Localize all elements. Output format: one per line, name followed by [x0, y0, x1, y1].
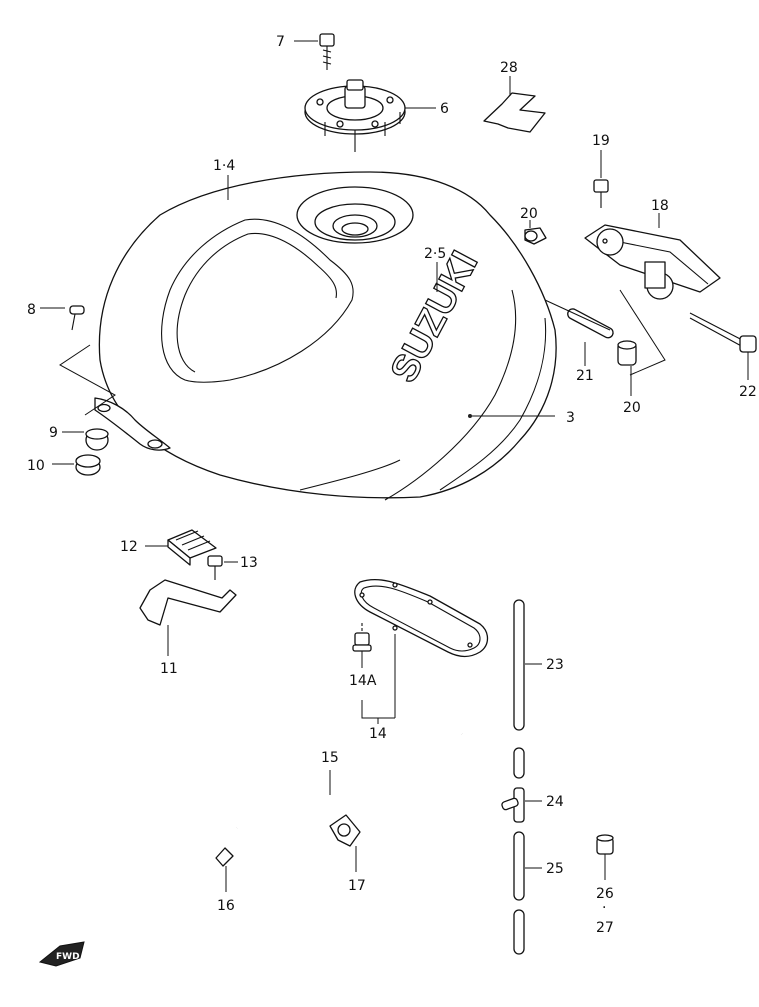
- callout-28: 28: [500, 60, 518, 76]
- hose-23: [513, 599, 525, 731]
- callout-1-4: 1·4: [213, 158, 235, 174]
- bushing-20b: [617, 340, 637, 366]
- callout-16: 16: [217, 898, 235, 914]
- callout-15: 15: [321, 750, 339, 766]
- callout-17: 17: [348, 878, 366, 894]
- bushing-20a: [524, 227, 547, 245]
- hose-15: [236, 729, 464, 831]
- bracket-11: [139, 579, 237, 626]
- bolt-13: [207, 555, 223, 580]
- bolt-22: [689, 312, 757, 353]
- hose-upper-short: [513, 747, 525, 779]
- callout-6: 6: [440, 101, 449, 117]
- callout-21: 21: [576, 368, 594, 384]
- callout-27-dot: ·: [602, 900, 606, 916]
- hose-lower-short: [513, 909, 525, 955]
- screw-8: [69, 305, 85, 331]
- callout-18: 18: [651, 198, 669, 214]
- fuel-cap: [304, 79, 406, 152]
- callout-14A: 14A: [349, 673, 377, 689]
- callout-20-bottom: 20: [623, 400, 641, 416]
- callout-19: 19: [592, 133, 610, 149]
- callout-27: 27: [596, 920, 614, 936]
- joint-24: [501, 787, 525, 823]
- callout-26: 26: [596, 886, 614, 902]
- bolt-14A: [352, 623, 372, 652]
- grommet-9: [85, 428, 109, 451]
- callout-13: 13: [240, 555, 258, 571]
- fwd-arrow: FWD: [38, 941, 85, 967]
- fuel-tank: [94, 171, 557, 501]
- callout-9: 9: [49, 425, 58, 441]
- cap-bolt: [319, 33, 335, 70]
- callout-24: 24: [546, 794, 564, 810]
- clip-26: [596, 834, 614, 855]
- callout-14: 14: [369, 726, 387, 742]
- callout-7: 7: [276, 34, 285, 50]
- callout-23: 23: [546, 657, 564, 673]
- tank-pad: [483, 92, 546, 133]
- callout-25: 25: [546, 861, 564, 877]
- callout-10: 10: [27, 458, 45, 474]
- fwd-label: FWD: [56, 952, 80, 962]
- rear-bracket: [584, 224, 721, 300]
- callout-20-top: 20: [520, 206, 538, 222]
- gasket-14: [354, 578, 489, 658]
- callout-2-5: 2·5: [424, 246, 446, 262]
- hose-25: [513, 831, 525, 901]
- collar-21: [567, 308, 614, 339]
- bracket-bolt-19: [593, 179, 609, 208]
- grommet-10: [75, 454, 101, 476]
- holder-12: [167, 529, 217, 566]
- callout-3: 3: [566, 410, 575, 426]
- callout-22: 22: [739, 384, 757, 400]
- callout-11: 11: [160, 661, 178, 677]
- clamp-17: [329, 814, 361, 847]
- callout-8: 8: [27, 302, 36, 318]
- callout-12: 12: [120, 539, 138, 555]
- cap-16: [215, 847, 234, 867]
